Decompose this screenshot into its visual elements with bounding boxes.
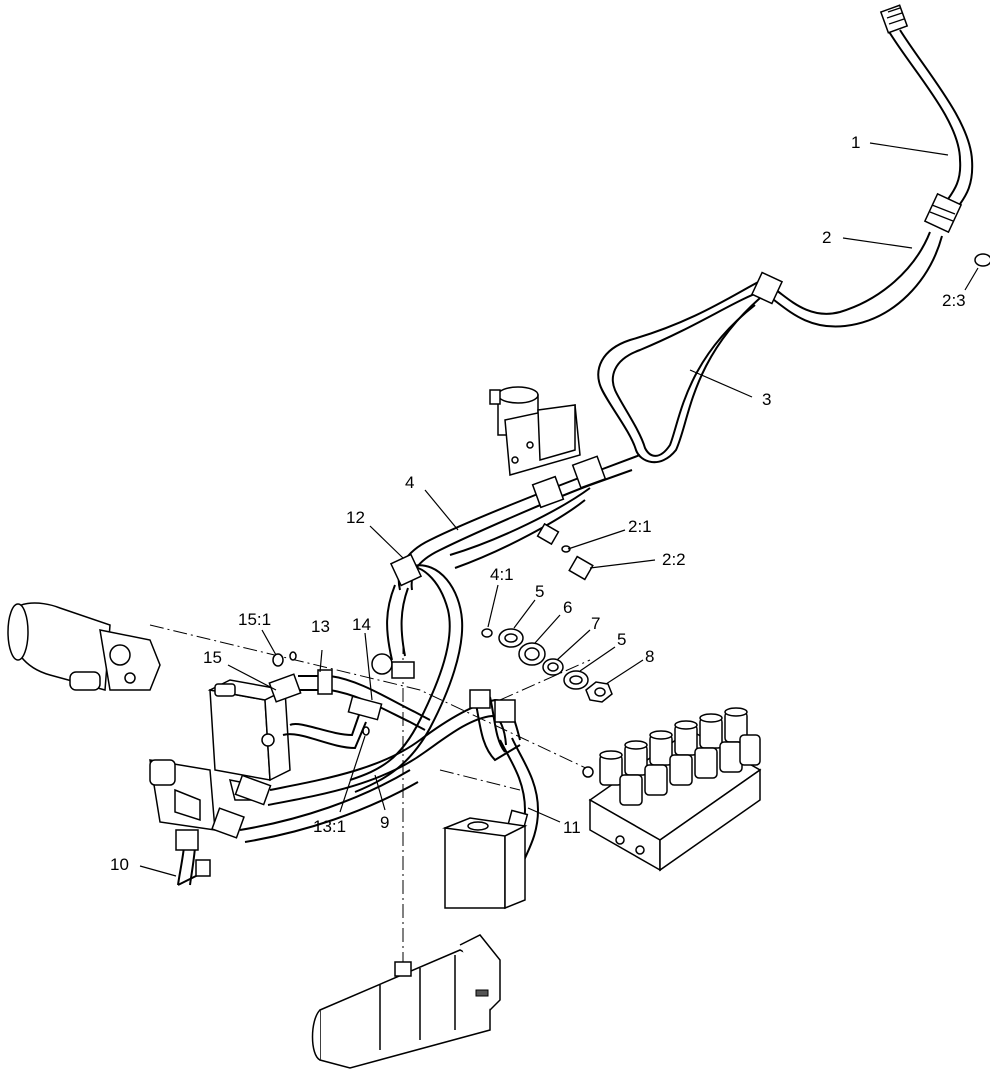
leader-2	[842, 237, 913, 249]
leader-13	[319, 649, 323, 673]
leader-11	[527, 807, 561, 823]
callout-14: 14	[352, 615, 371, 634]
fitting-2-1	[536, 522, 571, 553]
fitting-2-2	[568, 555, 594, 581]
pump-bottom	[311, 934, 501, 1069]
callout-8: 8	[645, 647, 654, 666]
valve-cartridges	[599, 707, 761, 806]
callout-11: 11	[563, 818, 581, 837]
callout-1: 1	[851, 133, 860, 152]
leader-12	[369, 525, 404, 559]
leader-13-1	[339, 735, 366, 813]
leader-14	[364, 632, 373, 701]
callout-13-1: 13:1	[313, 817, 346, 836]
leader-lines	[139, 142, 979, 877]
tube-4	[397, 454, 641, 591]
leader-2-2	[589, 559, 656, 569]
manifold-left	[149, 679, 291, 839]
callout-2-2: 2:2	[662, 550, 686, 569]
callout-6: 6	[563, 598, 572, 617]
o-ring-4-1	[481, 628, 493, 638]
leader-15-1	[261, 629, 277, 656]
alignment-lines	[149, 624, 591, 965]
leader-3	[689, 369, 753, 398]
leader-9	[374, 774, 386, 811]
callout-15-1: 15:1	[238, 610, 271, 629]
callout-12: 12	[346, 508, 365, 527]
leader-2-1	[567, 529, 626, 550]
callout-9: 9	[380, 813, 389, 832]
leader-5b	[579, 646, 616, 672]
callout-4-1: 4:1	[490, 565, 514, 584]
leader-5a	[513, 599, 536, 629]
leader-2-3	[964, 267, 979, 291]
callout-2-1: 2:1	[628, 517, 652, 536]
leader-1	[869, 142, 949, 156]
callout-3: 3	[762, 390, 771, 409]
callout-5-a: 5	[535, 582, 544, 601]
callout-2: 2	[822, 228, 831, 247]
tube-9	[239, 653, 521, 843]
callout-labels: 1 2 2:3 3 4 2:1 2:2 12 4:1 5 6 7 5 8 15:…	[110, 133, 966, 874]
leader-4	[424, 489, 459, 531]
o-ring-13-1	[362, 726, 370, 736]
valve-block-center	[442, 817, 528, 910]
leader-6	[534, 614, 561, 644]
leader-10	[139, 865, 177, 877]
callout-7: 7	[591, 614, 600, 633]
hose-14	[282, 695, 383, 750]
fitting-15	[268, 651, 302, 703]
leader-8	[605, 659, 644, 685]
motor-left	[7, 602, 161, 691]
callout-5-b: 5	[617, 630, 626, 649]
hose-10	[175, 829, 211, 886]
o-ring-2-3	[974, 253, 990, 267]
tube-2	[773, 231, 943, 328]
callout-4: 4	[405, 473, 414, 492]
leader-7	[556, 629, 591, 661]
callout-15: 15	[203, 648, 222, 667]
washer-stack	[481, 628, 613, 703]
callout-10: 10	[110, 855, 129, 874]
hose-1	[879, 4, 974, 234]
leader-4-1	[487, 584, 499, 628]
leader-15	[227, 664, 277, 691]
callout-2-3: 2:3	[942, 291, 966, 310]
tube-3	[597, 271, 784, 463]
valve-block-top	[489, 386, 581, 476]
valve-bank-right	[582, 707, 762, 872]
callout-13: 13	[311, 617, 330, 636]
o-ring-15-1	[272, 653, 284, 667]
